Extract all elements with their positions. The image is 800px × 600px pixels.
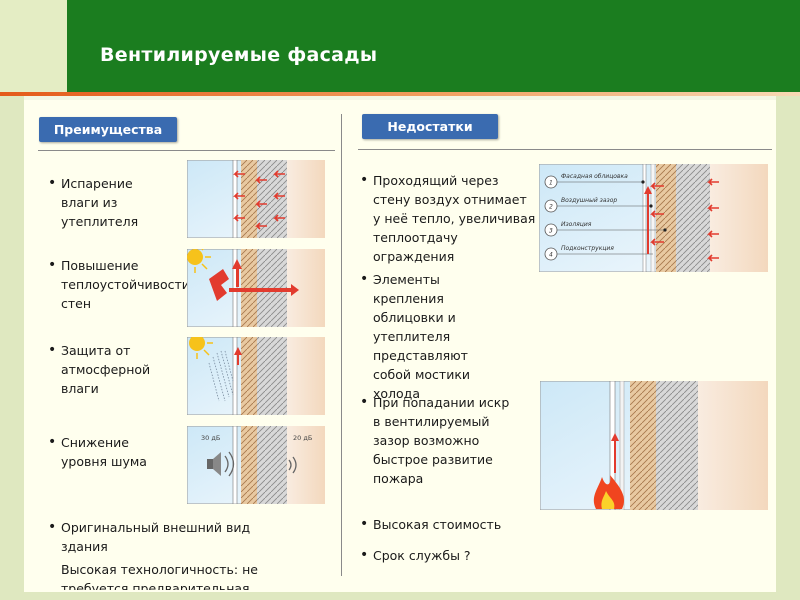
heat-arrows <box>209 259 299 301</box>
fire-icon <box>593 475 625 509</box>
layer-label-cladding: Фасадная облицовка <box>561 173 628 180</box>
advantage-item: •Высокая технологичность: не требуется п… <box>61 562 258 590</box>
heat-loss-arrows <box>650 178 719 262</box>
disadvantages-divider <box>358 149 772 150</box>
disadvantage-item: •Элементы крепления облицовки и утеплите… <box>360 271 471 401</box>
accent-line <box>0 92 800 96</box>
evaporation-diagram <box>187 160 325 238</box>
fire-spread-diagram <box>540 381 768 510</box>
advantage-item: •Снижение уровня шума <box>48 434 147 469</box>
advantages-divider <box>38 150 335 151</box>
noise-level-inside: 20 дБ <box>293 434 312 442</box>
left-decor-stripe <box>0 92 24 600</box>
heat-stability-diagram <box>187 249 325 327</box>
disadvantage-item: •Срок службы ? <box>360 547 471 563</box>
title-panel <box>67 0 800 92</box>
bottom-strip <box>0 592 800 600</box>
facade-layers-diagram: 1 Фасадная облицовка 2 Воздушный зазор 3… <box>539 164 768 272</box>
disadvantage-item: •Высокая стоимость <box>360 516 502 532</box>
moisture-protection-diagram <box>187 337 325 415</box>
noise-level-outside: 30 дБ <box>201 434 220 442</box>
disadvantage-item: •Проходящий через стену воздух отнимает … <box>360 172 536 264</box>
advantage-item: •Защита от атмосферной влаги <box>48 342 151 396</box>
column-divider <box>341 114 342 576</box>
slide-title: Вентилируемые фасады <box>100 44 378 66</box>
layer-num-1: 1 <box>549 180 553 187</box>
layer-num-3: 3 <box>549 228 553 235</box>
sound-wave-icon <box>224 451 297 477</box>
advantage-item: •Оригинальный внешний вид здания <box>48 519 251 554</box>
right-decor-stripe <box>776 96 800 600</box>
sun-icon <box>189 337 213 359</box>
rain-icon <box>208 350 234 402</box>
disadvantage-item: •При попадании искр в вентилируемый зазо… <box>360 394 510 486</box>
layer-num-4: 4 <box>549 252 553 259</box>
advantages-heading: Преимущества <box>39 117 177 142</box>
disadvantages-heading: Недостатки <box>362 114 498 139</box>
layer-label-substructure: Подконструкция <box>561 245 614 252</box>
layer-label-air-gap: Воздушный зазор <box>561 197 617 204</box>
advantage-item: •Испарение влаги из утеплителя <box>48 175 139 229</box>
layer-num-2: 2 <box>549 204 553 211</box>
sun-icon <box>187 249 211 273</box>
vapor-arrows <box>233 170 285 230</box>
advantage-item: •Повышение теплоустойчивости стен <box>48 257 190 311</box>
speaker-icon <box>207 452 221 476</box>
layer-label-insulation: Изоляция <box>561 221 592 228</box>
noise-reduction-diagram: 30 дБ 20 дБ <box>187 426 325 504</box>
